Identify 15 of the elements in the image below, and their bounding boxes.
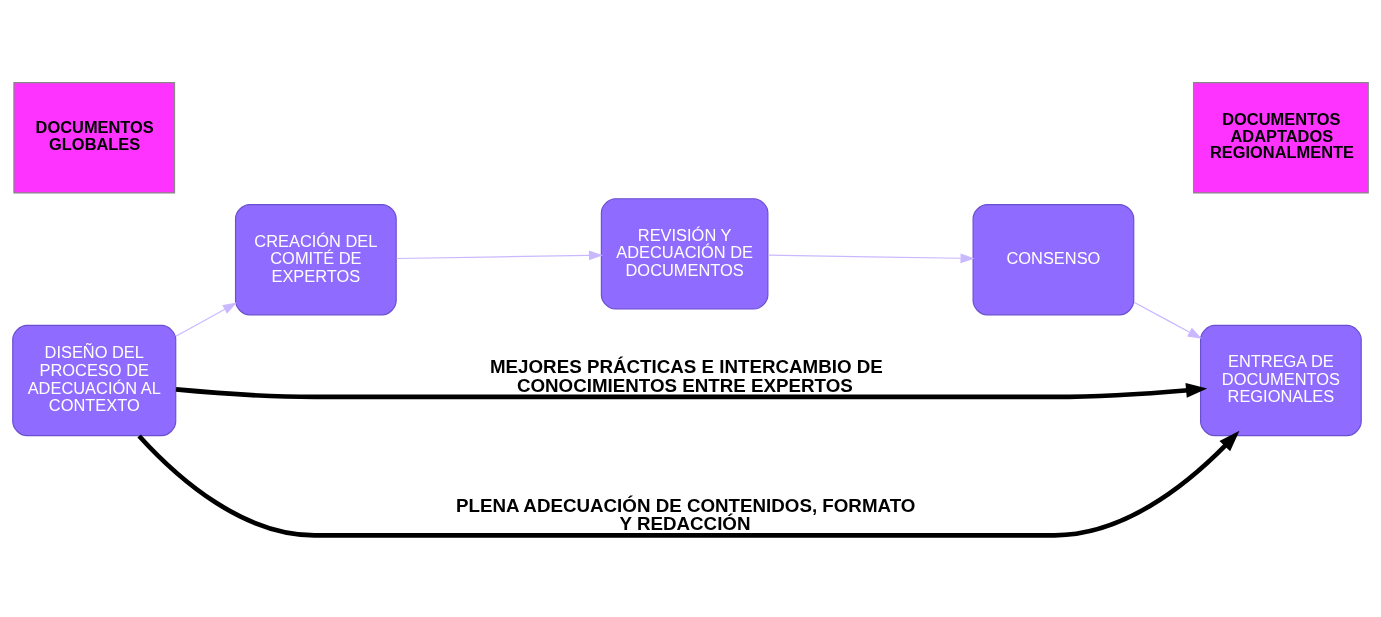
arrow	[395, 249, 604, 260]
node-box: CONSENSO	[972, 203, 1135, 315]
arrow	[767, 252, 975, 263]
node-box: DOCUMENTOS GLOBALES	[13, 81, 176, 193]
node-box: DISEÑO DEL PROCESO DE ADECUACIÓN AL CONTEXTO	[12, 324, 177, 436]
arrow	[1133, 301, 1202, 339]
node-box: REVISIÓN Y ADECUACIÓN DE DOCUMENTOS	[600, 197, 769, 310]
arrow	[137, 430, 1240, 538]
node-box: CREACIÓN DEL COMITÉ DE EXPERTOS	[234, 203, 397, 315]
node-box: DOCUMENTOS ADAPTADOS REGIONALMENTE	[1192, 81, 1369, 193]
arrow	[175, 382, 1208, 399]
arrow	[175, 302, 237, 337]
edge-label: MEJORES PRÁCTICAS E INTERCAMBIO DE CONOCIMIENTOS ENTRE EXPERTOS	[489, 355, 883, 396]
node-box: ENTREGA DE DOCUMENTOS REGIONALES	[1200, 324, 1362, 436]
edge-label: PLENA ADECUACIÓN DE CONTENIDOS, FORMATO Y REDACCIÓN	[455, 494, 916, 534]
